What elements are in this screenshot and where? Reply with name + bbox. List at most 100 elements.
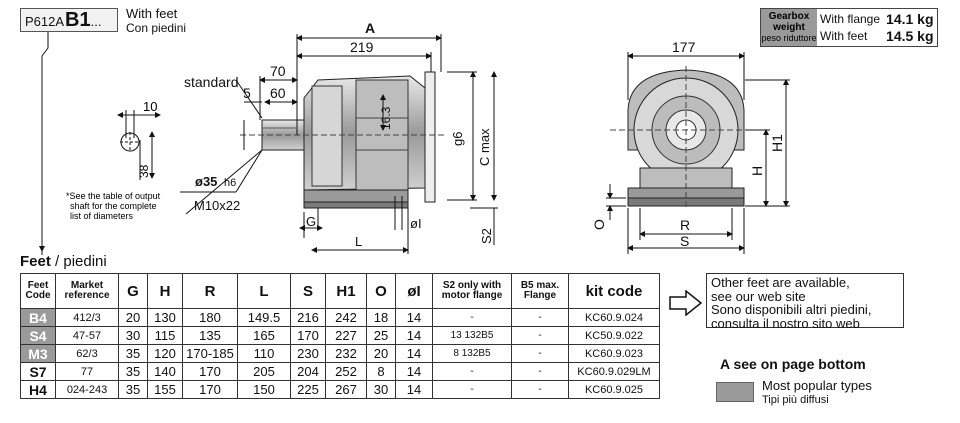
cell-S: 170 [290,326,326,345]
weight-label-en: Gearbox weight [768,11,810,33]
cell-kit: KC50.9.022 [568,326,660,345]
note-line-3: list of diameters [70,211,134,221]
dim-g6: g6 [450,132,465,146]
cell-L: 110 [237,344,291,363]
dim-177: 177 [672,39,696,55]
cell-H1: 252 [325,362,367,381]
leader-line [41,32,49,255]
cell-s2: - [432,380,512,399]
cell-H: 130 [147,308,183,327]
dim-70: 70 [270,63,286,79]
other-feet-line: Sono disponibili altri piedini, [711,302,872,317]
cell-kit: KC60.9.025 [568,380,660,399]
cell-S: 216 [290,308,326,327]
cell-market: 024-243 [55,380,119,399]
cell-O: 30 [366,380,396,399]
table-row: H4 024-243 35 155 170 150 225 267 30 14 … [20,380,660,399]
cell-H1: 227 [325,326,367,345]
cell-code: B4 [20,308,56,327]
note-line-1: *See the table of output [66,191,161,201]
model-code-bold: B1 [65,9,91,31]
with-feet-en: With feet [126,6,178,21]
col-s2: S2 only with motor flange [432,273,512,309]
cell-R: 170-185 [182,344,238,363]
dim-cmax: C max [477,128,492,166]
cell-code: H4 [20,380,56,399]
cell-market: 412/3 [55,308,119,327]
col-L: L [237,273,291,309]
cell-b5: - [511,326,569,345]
col-H: H [147,273,183,309]
cell-L: 150 [237,380,291,399]
table-row: S7 77 35 140 170 205 204 252 8 14 - - KC… [20,362,660,381]
weight-values: With flange 14.1 kg With feet 14.5 kg [817,9,937,46]
col-market-ref: Market reference [55,273,119,309]
cell-b5: - [511,344,569,363]
cell-b5: - [511,380,569,399]
cell-market: 77 [55,362,119,381]
weight-label: Gearbox weight peso riduttore [761,9,817,46]
cell-s2: 8 132B5 [432,344,512,363]
dim-S2: S2 [479,228,494,244]
dim-H: H [749,166,765,176]
standard-label: standard [184,74,238,90]
weight-row-flange: With flange 14.1 kg [820,11,934,28]
col-phi-l: øI [395,273,433,309]
table-row: M3 62/3 35 120 170-185 110 230 232 20 14… [20,344,660,363]
table-row: S4 47-57 30 115 135 165 170 227 25 14 13… [20,326,660,345]
cell-phi: 14 [395,308,433,327]
dim-5: 5 [243,85,251,101]
dim-A: A [365,20,375,36]
front-view-dimensions [606,52,790,254]
feet-title-sep: / [50,253,64,270]
cell-market: 47-57 [55,326,119,345]
note-line-2: shaft for the complete [70,201,157,211]
cell-G: 20 [118,308,148,327]
arrow-right-icon [669,290,703,316]
shaft-section-detail: 10 38 [117,99,161,180]
popular-legend: Most popular types Tipi più diffusi [762,379,872,407]
cell-R: 180 [182,308,238,327]
cell-phi: 14 [395,380,433,399]
with-feet-label: With feet Con piedini [126,6,186,36]
dim-R: R [680,217,690,233]
cell-O: 25 [366,326,396,345]
feet-title-it: piedini [63,253,107,270]
dim-H1: H1 [769,134,785,152]
cell-L: 205 [237,362,291,381]
feet-spec-table: Feet Code Market reference G H R L S H1 … [20,273,660,399]
table-header-row: Feet Code Market reference G H R L S H1 … [20,273,660,309]
cell-code: S7 [20,362,56,381]
cell-H: 115 [147,326,183,345]
cell-L: 165 [237,326,291,345]
other-feet-line: Other feet are available, [711,275,850,290]
cell-s2: - [432,308,512,327]
technical-drawing: 10 38 *See the table of output shaft for… [39,20,790,255]
cell-G: 35 [118,344,148,363]
cell-H1: 232 [325,344,367,363]
cell-H1: 242 [325,308,367,327]
cell-code: S4 [20,326,56,345]
dim-60: 60 [270,85,286,101]
gearbox-front-view [610,66,760,210]
dim-O: O [591,219,607,230]
gearbox-side-view [240,71,445,209]
other-feet-line: see our web site [711,288,806,304]
other-feet-box: Other feet are available, see our web si… [706,273,904,330]
cell-kit: KC60.9.023 [568,344,660,363]
col-kit-code: kit code [568,273,660,309]
weight-row-feet: With feet 14.5 kg [820,28,934,45]
cell-G: 35 [118,362,148,381]
weight-box: Gearbox weight peso riduttore With flang… [760,8,938,47]
weight-row-label: With feet [820,28,868,43]
cell-H1: 267 [325,380,367,399]
cell-G: 30 [118,326,148,345]
cell-S: 230 [290,344,326,363]
cell-s2: 13 132B5 [432,326,512,345]
cell-s2: - [432,362,512,381]
dim-38: 38 [137,164,151,178]
col-H1: H1 [325,273,367,309]
col-R: R [182,273,238,309]
cell-b5: - [511,362,569,381]
model-code-prefix: P612A [25,14,65,29]
